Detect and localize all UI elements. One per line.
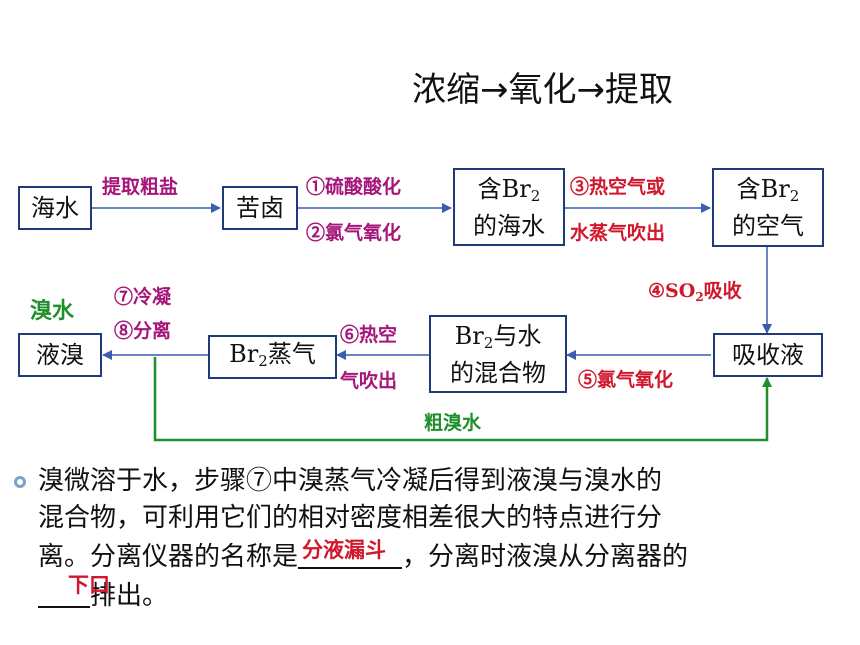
- node-liquid-bromine: 液溴: [18, 333, 102, 377]
- label-step3a: ③热空气或: [570, 176, 666, 198]
- answer-blank-2: 下口: [38, 572, 110, 608]
- label-crude-bromine-water: 粗溴水: [424, 412, 482, 434]
- label-step6a: ⑥热空: [340, 324, 398, 346]
- node-br2-water-mixture: Br2与水 的混合物: [429, 315, 567, 393]
- question-line-1: 溴微溶于水，步骤⑦中溴蒸气冷凝后得到液溴与溴水的: [38, 466, 663, 496]
- answer-bottom-outlet: 下口: [68, 572, 110, 597]
- answer-blank-1: 分液漏斗: [298, 537, 403, 569]
- node-br2-air: 含Br2 的空气: [712, 168, 824, 247]
- question-line-4: 下口 排出。: [38, 572, 818, 615]
- answer-separatory-funnel: 分液漏斗: [302, 537, 387, 562]
- label-step5: ⑤氯气氧化: [578, 369, 674, 391]
- label-step8: ⑧分离: [114, 320, 172, 342]
- node-br2-vapor: Br2蒸气: [208, 335, 337, 379]
- node-absorb-liquid: 吸收液: [713, 333, 823, 377]
- label-extract-salt: 提取粗盐: [102, 176, 179, 198]
- node-bittern: 苦卤: [222, 186, 298, 230]
- page-title: 浓缩→氧化→提取: [412, 70, 673, 110]
- label-step3b: 水蒸气吹出: [570, 222, 666, 244]
- arrow-green-recycle: [153, 357, 772, 442]
- question-line-3: 离。分离仪器的名称是 分液漏斗 ，分离时液溴从分离器的: [38, 537, 818, 576]
- label-bromine-water: 溴水: [30, 298, 75, 324]
- label-step6b: 气吹出: [340, 370, 398, 392]
- node-seawater: 海水: [18, 186, 92, 230]
- label-step7: ⑦冷凝: [114, 286, 172, 308]
- question-line-2: 混合物，可利用它们的相对密度相差很大的特点进行分: [38, 503, 663, 533]
- label-step1: ①硫酸酸化: [306, 176, 402, 198]
- question-paragraph: 溴微溶于水，步骤⑦中溴蒸气冷凝后得到液溴与溴水的 混合物，可利用它们的相对密度相…: [38, 463, 818, 615]
- bullet-icon: [14, 476, 26, 488]
- label-step4: ④SO2吸收: [648, 280, 742, 304]
- node-br2-seawater: 含Br2 的海水: [453, 168, 565, 246]
- label-step2: ②氯气氧化: [306, 222, 402, 244]
